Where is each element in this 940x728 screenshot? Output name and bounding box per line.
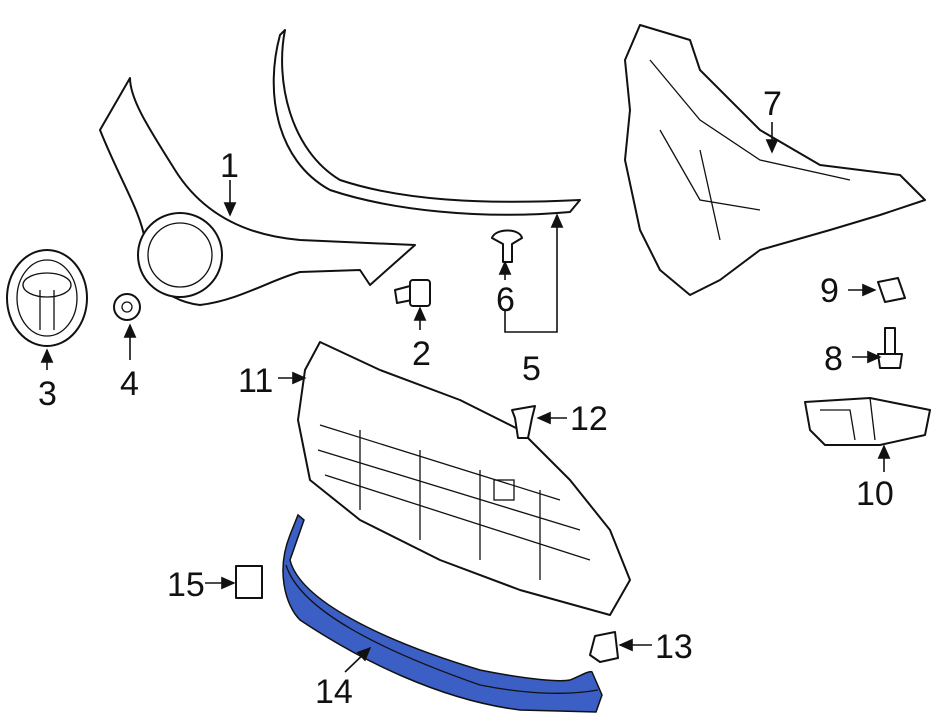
part-14-lower-spoiler[interactable]: [282, 513, 603, 713]
part-1-upper-grille-trim[interactable]: [99, 77, 416, 306]
part-13-clip[interactable]: [589, 631, 619, 663]
part-3-emblem[interactable]: [6, 249, 88, 347]
callout-1: 1: [220, 147, 239, 185]
part-6-push-clip[interactable]: [491, 229, 523, 263]
callout-14: 14: [315, 673, 353, 711]
callout-3: 3: [38, 375, 57, 413]
leader-lines: [40, 122, 891, 673]
callout-4: 4: [120, 365, 139, 403]
callout-15: 15: [167, 566, 205, 604]
part-9-nut[interactable]: [877, 277, 906, 303]
part-10-bracket[interactable]: [804, 397, 931, 446]
callout-7: 7: [763, 85, 782, 123]
callout-8: 8: [824, 340, 843, 378]
callout-9: 9: [820, 272, 839, 310]
callout-10: 10: [856, 475, 894, 513]
callout-6: 6: [496, 281, 515, 319]
callout-13: 13: [655, 628, 693, 666]
part-7-radiator-support[interactable]: [624, 24, 926, 296]
callout-12: 12: [570, 400, 608, 438]
part-2-bolt[interactable]: [394, 279, 431, 307]
callout-2: 2: [412, 335, 431, 373]
part-5-molding-strip[interactable]: [272, 29, 581, 216]
callout-11: 11: [238, 362, 273, 400]
callout-labels: 1 2 3 4 5 6 7 8 9 10 11 12 13 14 15: [38, 85, 894, 711]
part-15-pad[interactable]: [235, 565, 263, 599]
part-8-bolt[interactable]: [877, 327, 903, 369]
part-4-washer[interactable]: [113, 293, 141, 321]
callout-5: 5: [522, 350, 541, 388]
part-11-main-grille[interactable]: [297, 341, 631, 616]
part-12-clip[interactable]: [511, 405, 536, 439]
